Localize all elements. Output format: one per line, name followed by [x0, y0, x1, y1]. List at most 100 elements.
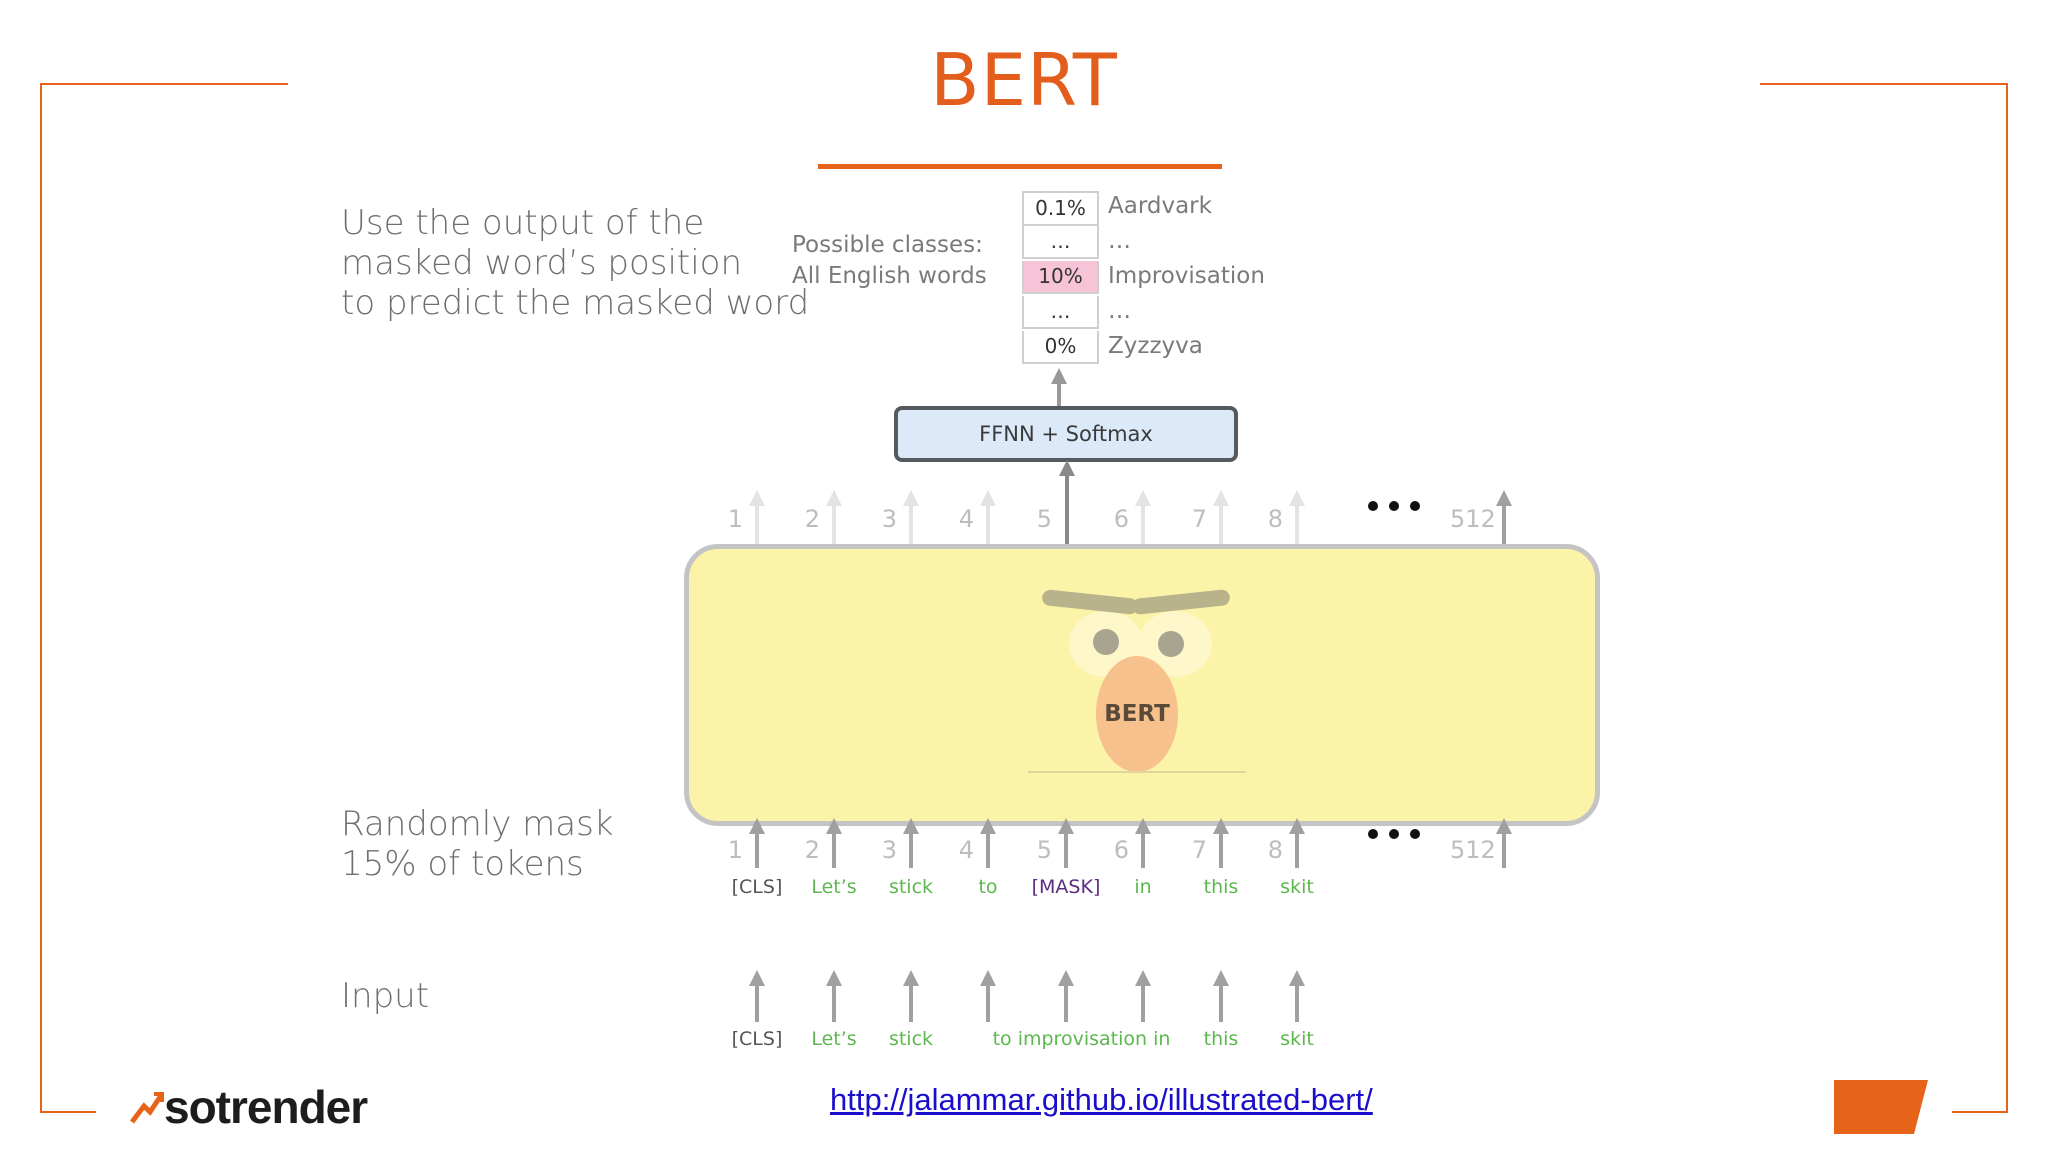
masked-input-arrow-head	[1058, 818, 1074, 834]
output-arrow	[755, 504, 759, 544]
masked-position-number: 4	[958, 836, 974, 864]
mask-line: 15% of tokens	[341, 844, 584, 884]
arrow-pos5-to-ffnn-head	[1059, 460, 1075, 476]
instruction-line: masked word’s position	[341, 243, 743, 283]
output-arrow	[986, 504, 990, 544]
masked-input-arrow	[1141, 832, 1145, 868]
classes-label: Possible classes: All English words	[792, 230, 987, 292]
title-underline	[818, 164, 1222, 169]
masked-position-number-last: 512	[1450, 836, 1496, 864]
sotrender-logo-icon	[130, 1092, 164, 1124]
class-word: …	[1108, 228, 1131, 254]
masked-position-number: 3	[881, 836, 897, 864]
masked-input-arrow-head	[903, 818, 919, 834]
output-position-number: 1	[727, 505, 743, 533]
masked-input-arrow-last-head	[1496, 818, 1512, 834]
frame-top-left	[40, 83, 288, 85]
masked-token: Let’s	[811, 876, 857, 898]
top-ellipsis	[1368, 501, 1420, 511]
instruction-text: Use the output of the masked word’s posi…	[341, 203, 809, 323]
raw-input-token: this	[1203, 1028, 1239, 1050]
raw-input-arrow-head	[1213, 970, 1229, 986]
raw-input-arrow-head	[1058, 970, 1074, 986]
output-arrow	[832, 504, 836, 544]
output-position-number: 3	[881, 505, 897, 533]
masked-token: this	[1203, 876, 1239, 898]
raw-input-token: Let’s	[811, 1028, 857, 1050]
probability-value: 0.1%	[1022, 191, 1099, 226]
instruction-line: Use the output of the	[341, 203, 705, 243]
eye-right	[1158, 631, 1184, 657]
output-position-number: 7	[1191, 505, 1207, 533]
masked-token: [CLS]	[731, 876, 783, 898]
raw-input-arrow-head	[826, 970, 842, 986]
masked-input-arrow	[1064, 832, 1068, 868]
masked-token: stick	[888, 876, 934, 898]
raw-input-arrow	[986, 984, 990, 1022]
raw-input-arrow-head	[903, 970, 919, 986]
bottom-ellipsis	[1368, 829, 1420, 839]
raw-input-arrow	[755, 984, 759, 1022]
output-arrow	[1141, 504, 1145, 544]
raw-input-arrow-head	[1135, 970, 1151, 986]
instruction-line: to predict the masked word	[341, 283, 810, 323]
frame-right	[2006, 83, 2008, 1112]
raw-input-arrow	[832, 984, 836, 1022]
probability-value: …	[1022, 226, 1099, 259]
masked-input-arrow	[1219, 832, 1223, 868]
raw-input-token: [CLS]	[731, 1028, 783, 1050]
raw-input-arrow-head	[749, 970, 765, 986]
mask-text: Randomly mask 15% of tokens	[341, 804, 614, 884]
output-arrow-head	[1213, 490, 1229, 506]
raw-input-arrow	[1141, 984, 1145, 1022]
arrow-ffnn-to-output-head	[1051, 368, 1067, 384]
output-arrow-head	[903, 490, 919, 506]
output-arrow-last	[1502, 504, 1506, 544]
eye-left	[1093, 629, 1119, 655]
classes-label-line: Possible classes:	[792, 232, 983, 258]
frame-top-right	[1760, 83, 2008, 85]
probability-value: 10%	[1022, 261, 1099, 294]
masked-input-arrow	[986, 832, 990, 868]
raw-input-token: stick	[888, 1028, 934, 1050]
slide-title: BERT	[930, 38, 1118, 122]
class-word: Zyzzyva	[1108, 333, 1203, 359]
masked-token: to	[978, 876, 998, 898]
masked-token: in	[1134, 876, 1152, 898]
output-arrow-head	[826, 490, 842, 506]
output-arrow-head	[1135, 490, 1151, 506]
output-position-number: 4	[958, 505, 974, 533]
masked-token: skit	[1280, 876, 1314, 898]
raw-input-token: skit	[1280, 1028, 1314, 1050]
output-arrow	[909, 504, 913, 544]
masked-input-arrow	[909, 832, 913, 868]
arrow-ffnn-to-output	[1057, 382, 1061, 406]
output-position-number: 5	[1036, 505, 1052, 533]
source-link[interactable]: http://jalammar.github.io/illustrated-be…	[830, 1082, 1373, 1117]
bert-character-label: BERT	[1096, 656, 1178, 772]
face-baseline	[1028, 771, 1246, 773]
masked-position-number: 2	[804, 836, 820, 864]
masked-input-arrow	[1295, 832, 1299, 868]
output-position-number: 2	[804, 505, 820, 533]
mask-line: Randomly mask	[341, 804, 614, 844]
raw-input-arrow	[909, 984, 913, 1022]
masked-input-arrow-last	[1502, 832, 1506, 868]
masked-position-number: 7	[1191, 836, 1207, 864]
output-arrow	[1295, 504, 1299, 544]
classes-label-line: All English words	[792, 263, 987, 289]
ffnn-softmax-box: FFNN + Softmax	[894, 406, 1238, 462]
output-position-number-last: 512	[1450, 505, 1496, 533]
class-word: …	[1108, 298, 1131, 324]
masked-position-number: 1	[727, 836, 743, 864]
masked-position-number: 6	[1113, 836, 1129, 864]
class-word: Aardvark	[1108, 193, 1212, 219]
output-arrow-head	[1289, 490, 1305, 506]
masked-input-arrow-head	[1213, 818, 1229, 834]
masked-input-arrow-head	[1289, 818, 1305, 834]
raw-input-arrow	[1295, 984, 1299, 1022]
output-position-number: 6	[1113, 505, 1129, 533]
class-word: Improvisation	[1108, 263, 1265, 289]
raw-input-arrow	[1219, 984, 1223, 1022]
masked-input-arrow	[755, 832, 759, 868]
